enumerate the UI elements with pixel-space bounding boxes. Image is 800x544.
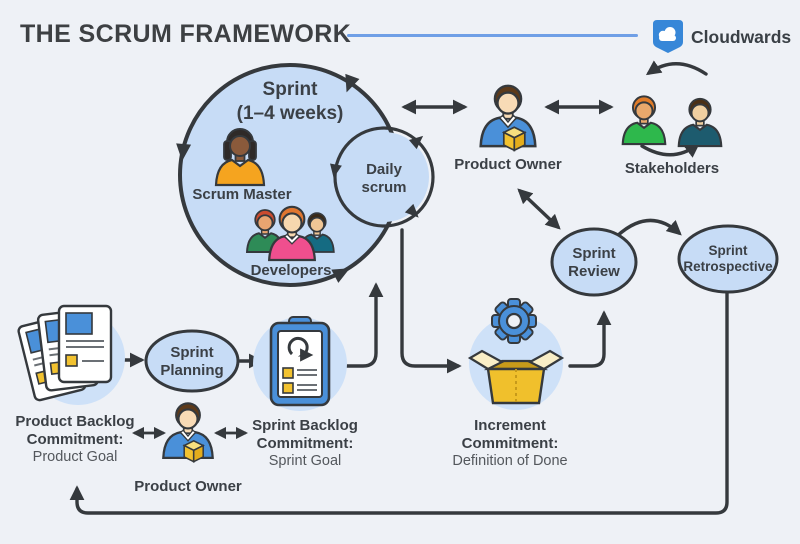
title-divider-line (347, 34, 638, 37)
product-backlog-caption: Product Backlog Commitment: Product Goal (15, 413, 135, 465)
cloudwards-shield-cloud-icon (653, 20, 683, 53)
increment-open-box-icon (467, 349, 565, 405)
sprint-review-label: Sprint Review (568, 245, 620, 280)
brand-logo: Cloudwards (652, 18, 791, 56)
stakeholders-label: Stakeholders (624, 160, 720, 177)
sprint-circle-title: Sprint (1–4 weeks) (236, 79, 344, 124)
cycle-arrowhead (345, 73, 360, 93)
sprint-planning-ellipse (144, 329, 240, 393)
sprint-review-ellipse (550, 227, 638, 297)
sprint-backlog-caption: Sprint Backlog Commitment: Sprint Goal (252, 417, 358, 469)
increment-gear-icon (491, 298, 537, 344)
developers-label: Developers (250, 262, 332, 279)
developers-icon (245, 205, 335, 262)
arrow-increment-review (568, 310, 612, 368)
sprint-retrospective-label: Sprint Retrospective (683, 243, 773, 275)
stakeholders-cycle-arrow-bottom (640, 142, 700, 158)
product-owner-bottom-icon (162, 402, 214, 463)
arrow-review-retrospective (614, 218, 682, 239)
arrow-sprintbacklog-sprint (338, 282, 384, 368)
increment-caption: Increment Commitment: Definition of Done (452, 417, 568, 469)
arrow-productowner-sprintreview (517, 188, 561, 230)
arrow-sprint-increment (400, 228, 462, 374)
product-owner-top-icon (479, 84, 537, 152)
product-owner-top-label: Product Owner (454, 156, 562, 173)
daily-scrum-circle (330, 126, 435, 228)
scrum-master-icon (214, 128, 266, 187)
sprint-retrospective-ellipse (677, 224, 779, 294)
brand-name: Cloudwards (691, 26, 792, 47)
product-cube-icon (182, 439, 205, 463)
scrum-master-label: Scrum Master (192, 186, 292, 203)
product-owner-bottom-label: Product Owner (134, 478, 242, 495)
cycle-arrowhead (176, 143, 192, 161)
connectors (69, 60, 729, 515)
daily-scrum-label: Daily scrum (361, 161, 407, 196)
page-title: THE SCRUM FRAMEWORK (20, 20, 352, 48)
cycle-arrowhead (330, 163, 342, 178)
cycle-arrowhead (331, 268, 350, 283)
product-backlog-documents-icon (17, 304, 113, 402)
stakeholders-icon (621, 95, 723, 148)
sprint-backlog-clipboard-icon (269, 316, 331, 407)
sprint-planning-label: Sprint Planning (160, 344, 224, 379)
cycle-arrowhead (404, 203, 419, 218)
stakeholders-cycle-arrow-top (645, 60, 708, 76)
product-cube-icon (501, 126, 527, 152)
arrow-retrospective-backlog-loop (69, 290, 729, 515)
iteration-loop-glyph (287, 336, 314, 362)
cycle-arrowhead (408, 135, 424, 150)
